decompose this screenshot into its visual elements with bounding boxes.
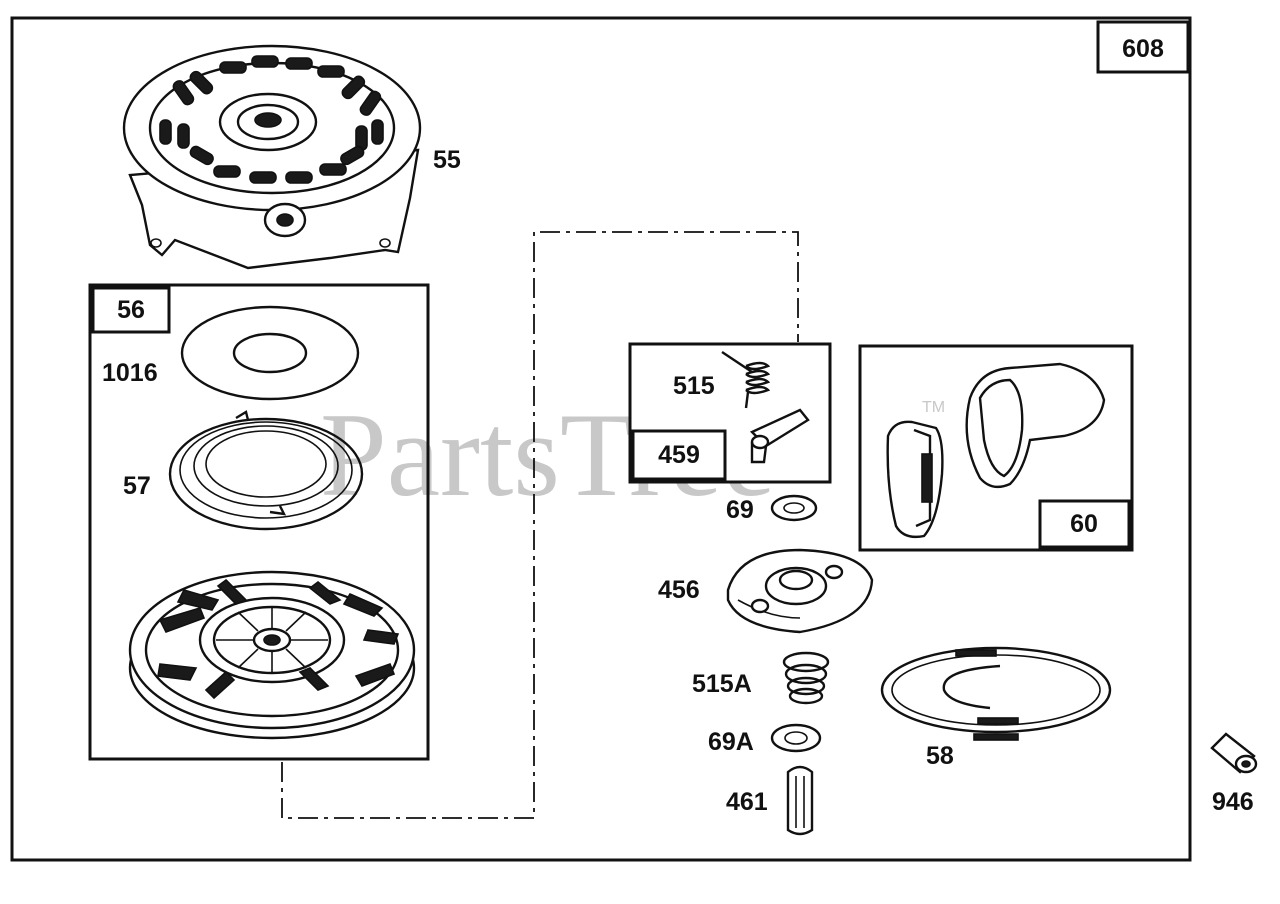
part-60-handle-grip — [886, 362, 1106, 539]
part-55-starter-housing: 55 — [122, 44, 461, 270]
part-946-bushing: 946 — [1210, 732, 1258, 816]
label-515a: 515A — [692, 670, 752, 698]
box-56-pulley-assembly: 56 1016 57 — [88, 283, 430, 761]
part-459-pawl — [749, 408, 810, 464]
label-515: 515 — [673, 372, 715, 400]
label-56: 56 — [117, 296, 145, 324]
part-1016-washer: 1016 — [102, 305, 360, 401]
frame-label-box: 608 — [1096, 20, 1190, 74]
label-60: 60 — [1070, 510, 1098, 538]
part-69-washer: 69 — [726, 494, 818, 524]
part-461-pin: 461 — [726, 765, 814, 836]
label-69: 69 — [726, 496, 754, 524]
label-1016: 1016 — [102, 359, 158, 387]
trademark-text: TM — [922, 399, 945, 416]
part-456-retainer: 456 — [658, 548, 874, 634]
part-515-spring — [721, 351, 771, 409]
box-60-starter-handle: 60 — [858, 344, 1134, 552]
label-55: 55 — [433, 146, 461, 174]
part-69a-washer: 69A — [708, 723, 822, 756]
label-461: 461 — [726, 788, 768, 816]
label-58: 58 — [926, 742, 954, 770]
label-459: 459 — [658, 441, 700, 469]
frame-label: 608 — [1122, 35, 1164, 63]
label-69a: 69A — [708, 728, 754, 756]
outer-frame — [10, 16, 1192, 862]
part-515a-spring: 515A — [692, 651, 830, 705]
label-57: 57 — [123, 472, 151, 500]
part-57-rewind-spring: 57 — [123, 410, 364, 531]
box-459-pawl-assembly: 459 515 — [628, 342, 832, 484]
label-946: 946 — [1212, 788, 1254, 816]
connector-lines — [281, 231, 799, 819]
label-456: 456 — [658, 576, 700, 604]
part-pulley — [128, 570, 416, 740]
part-58-starter-rope: 58 — [880, 646, 1112, 770]
